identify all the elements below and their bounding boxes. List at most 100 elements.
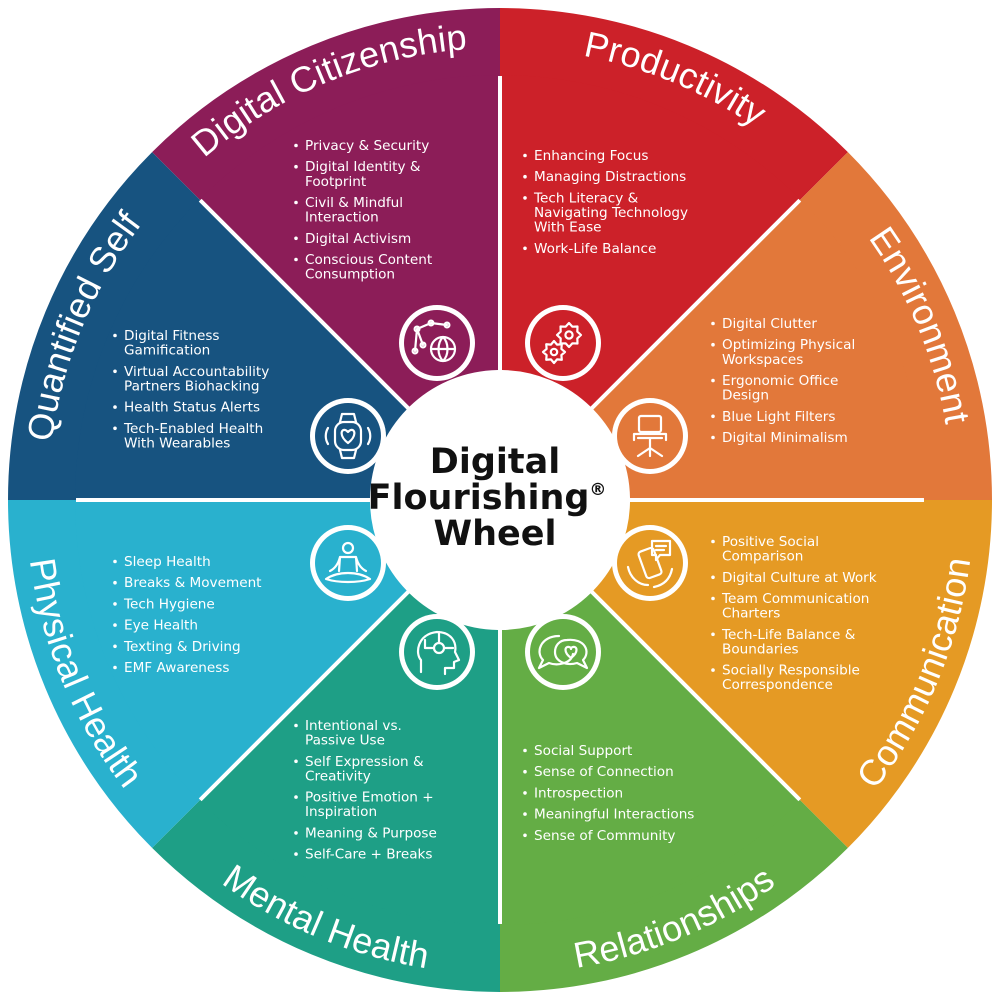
item-line: Positive Emotion + <box>305 790 434 806</box>
item-line: Workspaces <box>722 352 803 368</box>
outer-ring <box>8 8 992 992</box>
bullet-icon <box>523 196 527 200</box>
item-line: Positive Social <box>722 534 819 550</box>
item-line: Blue Light Filters <box>722 409 835 425</box>
network-globe-icon <box>399 305 475 381</box>
head-circuit-icon <box>399 614 475 690</box>
item-line: Ergonomic Office <box>722 373 838 389</box>
list-item: Digital Identity &Footprint <box>294 159 421 190</box>
bullet-icon <box>294 759 298 764</box>
bullet-icon <box>294 200 298 205</box>
bullet-icon <box>711 539 715 544</box>
center-title-line2: Flourishing® <box>368 478 607 518</box>
bullet-icon <box>113 665 117 670</box>
chat-phone-icon <box>612 525 688 601</box>
ring-band-digital-citizenship <box>152 8 501 201</box>
item-line: Social Support <box>534 743 632 759</box>
center-title-line1: Digital <box>430 442 560 482</box>
item-line: Work-Life Balance <box>534 241 656 257</box>
bullet-icon <box>294 723 298 728</box>
bullet-icon <box>113 623 117 627</box>
item-line: Conscious Content <box>305 252 432 268</box>
bullet-icon <box>113 426 117 431</box>
item-line: Partners Biohacking <box>124 378 260 394</box>
item-line: Digital Culture at Work <box>722 570 877 586</box>
item-line: Privacy & Security <box>305 138 429 154</box>
item-line: Sense of Connection <box>534 764 674 780</box>
item-line: Eye Health <box>124 618 198 634</box>
list-item: Introspection <box>523 785 623 801</box>
item-line: Digital Activism <box>305 231 411 247</box>
item-line: With Ease <box>534 220 602 236</box>
section-icons <box>310 305 688 690</box>
list-item: Texting & Driving <box>113 639 241 655</box>
item-line: Tech Literacy & <box>533 190 639 206</box>
bullet-icon <box>523 246 527 251</box>
item-line: Comparison <box>722 549 803 565</box>
item-line: Design <box>722 388 769 404</box>
list-item: Self Expression &Creativity <box>294 754 424 784</box>
bullet-icon <box>113 405 117 409</box>
registered-mark: ® <box>589 480 606 500</box>
item-line: Managing Distractions <box>534 169 686 185</box>
meditation-icon <box>310 525 386 601</box>
item-line: Optimizing Physical <box>722 337 855 353</box>
item-line: Self-Care + Breaks <box>305 847 433 863</box>
bullet-icon <box>113 333 117 338</box>
bullet-icon <box>711 342 715 347</box>
item-line: Sleep Health <box>124 554 211 570</box>
bullet-icon <box>113 559 117 564</box>
item-line: Footprint <box>305 174 366 190</box>
list-item: Social Support <box>523 743 632 759</box>
bullet-icon <box>294 164 298 169</box>
ring-band-physical-health <box>8 500 201 848</box>
center-title-word: Flourishing <box>368 478 590 518</box>
bullet-icon <box>711 668 715 672</box>
bullet-icon <box>113 369 117 374</box>
item-line: Breaks & Movement <box>124 575 262 591</box>
bullet-icon <box>294 236 298 241</box>
item-line: Health Status Alerts <box>124 400 260 416</box>
ring-band-communication <box>799 500 992 848</box>
item-line: Interaction <box>305 210 379 226</box>
bullet-icon <box>523 769 527 774</box>
bullet-icon <box>113 602 117 606</box>
item-line: Boundaries <box>722 641 799 657</box>
item-line: Correspondence <box>722 677 833 693</box>
list-item: Tech Hygiene <box>113 596 215 612</box>
list-item: Digital Activism <box>294 231 411 247</box>
list-item: Sleep Health <box>113 554 211 570</box>
item-line: Texting & Driving <box>123 639 241 655</box>
list-item: Positive Emotion +Inspiration <box>294 790 434 820</box>
bullet-icon <box>294 257 298 262</box>
item-line: Sense of Community <box>534 828 675 844</box>
ring-band-productivity <box>500 8 848 201</box>
item-line: Tech-Life Balance & <box>721 627 856 643</box>
item-line: Team Communication <box>721 591 869 607</box>
item-line: Intentional vs. <box>305 718 402 734</box>
list-item: Tech-Life Balance &Boundaries <box>711 627 856 657</box>
office-chair-icon <box>612 398 688 474</box>
item-line: Socially Responsible <box>722 663 860 679</box>
bullet-icon <box>294 831 298 835</box>
bullet-icon <box>711 596 715 601</box>
item-line: Digital Minimalism <box>722 430 848 446</box>
bullet-icon <box>113 580 117 585</box>
ring-band-relationships <box>500 799 848 992</box>
bullet-icon <box>523 174 527 179</box>
gears-icon <box>525 305 601 381</box>
list-item: Privacy & Security <box>294 138 429 154</box>
item-line: EMF Awareness <box>124 660 229 676</box>
list-item: Meaning & Purpose <box>294 825 437 841</box>
